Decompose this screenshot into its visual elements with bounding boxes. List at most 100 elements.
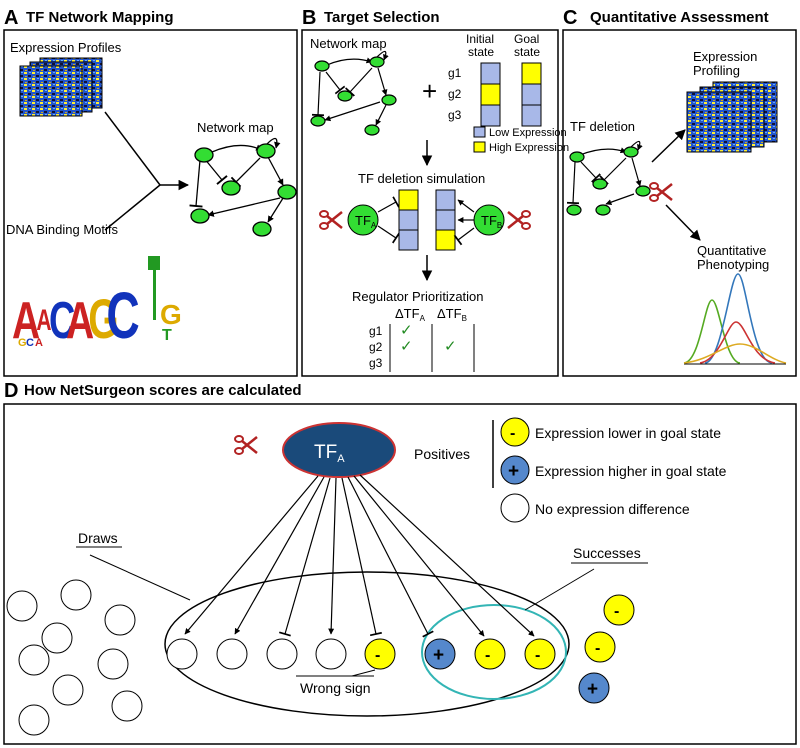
svg-text:T: T [162,327,172,344]
svg-text:-: - [485,647,490,664]
svg-text:C: C [26,337,34,349]
successes-label: Successes [573,545,641,561]
background-population [6,579,143,736]
svg-text:+: + [433,645,444,666]
svg-text:C: C [49,290,75,349]
initial-state-line1: Initial [466,32,494,46]
arrow-to-profiling [651,129,686,163]
svg-text:-: - [614,603,619,620]
gene-label-g3: g3 [448,108,462,122]
tf-a-center-node [282,422,396,478]
panel-d: D How NetSurgeon scores are calculated T… [3,380,797,745]
legend-none-circle [500,493,530,523]
network-map-a [189,137,297,237]
tf-deletion-label: TF deletion [570,119,635,134]
svg-text:A: A [36,305,51,337]
legend-plus-label: Expression higher in goal state [535,463,727,479]
check-g2-a: ✓ [400,337,413,355]
prior-gene-g2: g2 [369,340,383,354]
target-node-none [166,638,198,670]
panel-b-frame [301,29,559,377]
prior-gene-g3: g3 [369,356,383,370]
sequence-logo: A A C A G C G T G C A [12,256,182,353]
svg-text:C: C [106,279,139,353]
svg-text:TFB: TFB [481,213,502,230]
tf-a-node [347,204,379,236]
merge-arrows-a [104,111,190,231]
legend-low-swatch [473,126,486,138]
draws-label: Draws [78,530,118,546]
quantitative-phenotyping-line2: Phenotyping [697,257,769,272]
panel-d-frame [3,403,797,745]
svg-text:A: A [12,290,40,349]
target-node-plus [424,638,456,670]
svg-text:-: - [535,647,540,664]
initial-state-line2: state [468,45,494,59]
legend-plus-sign: + [508,461,519,482]
goal-state-column [521,62,542,127]
prior-gene-g1: g1 [369,324,383,338]
target-node-none [315,638,347,670]
network-map-label-a: Network map [197,120,274,135]
legend-minus-circle [500,417,530,447]
check-g2-b: ✓ [444,337,457,355]
expression-profiling-line1: Expression [693,49,757,64]
network-map-c [566,140,651,216]
expression-profiles-label: Expression Profiles [10,40,122,55]
panel-a-letter: A [4,7,18,29]
dna-binding-motifs-label: DNA Binding Motifs [6,222,118,237]
scissors-icon-b [506,209,532,231]
check-g1-a: ✓ [400,321,413,339]
simulation-diagram: TFA TFB [318,189,532,251]
panel-c-frame [562,29,797,377]
target-node-none [266,638,298,670]
network-map-label-b: Network map [310,36,387,51]
legend-none-label: No expression difference [535,501,690,517]
svg-text:G: G [18,337,27,349]
delta-tf-a-header: ΔTFA [395,306,426,323]
tf-a-center-label: TFA [314,442,345,465]
wrong-sign-label: Wrong sign [300,680,371,696]
positives-label: Positives [414,446,470,462]
svg-text:+: + [587,679,598,700]
panel-c: C Quantitative Assessment Expression Pro… [562,7,797,377]
arrow-to-phenotyping [665,204,701,241]
network-map-b [310,50,397,136]
panel-d-title: How NetSurgeon scores are calculated [24,382,302,399]
goal-state-line2: state [514,45,540,59]
expression-profiling-line2: Profiling [693,63,740,78]
initial-state-column [480,62,501,127]
target-nodes: - + - - [166,638,556,670]
panel-b-letter: B [302,7,316,29]
plus-sign-b: + [422,76,437,106]
phenotype-distributions [683,273,787,365]
svg-text:A: A [35,337,43,349]
svg-text:-: - [595,640,600,657]
legend-high-swatch [473,141,486,153]
svg-text:TFA: TFA [355,213,377,230]
panel-d-letter: D [4,380,18,402]
tf-target-edges [184,474,535,638]
legend-low-label: Low Expression [489,127,567,139]
successes-ellipse [421,604,567,700]
legend-minus-label: Expression lower in goal state [535,425,721,441]
legend-minus-sign: - [510,425,515,442]
delta-tf-b-header: ΔTFB [437,306,467,323]
scissors-icon-d [233,434,259,456]
quantitative-phenotyping-line1: Quantitative [697,243,766,258]
legend-plus-circle [500,455,530,485]
panel-a-frame [3,29,298,377]
svg-text:A: A [66,290,94,349]
draws-ellipse [164,571,570,717]
target-node-minus [474,638,506,670]
svg-text:G: G [160,299,182,330]
panel-a: A TF Network Mapping Expression Profiles… [3,7,298,377]
panel-c-title: Quantitative Assessment [590,9,769,26]
goal-state-line1: Goal [514,32,539,46]
panel-b: B Target Selection Network map + Initial… [301,7,569,377]
tf-deletion-simulation-label: TF deletion simulation [358,171,485,186]
legend-high-label: High Expression [489,142,569,154]
expression-heatmap-stack [19,57,103,117]
panel-c-letter: C [563,7,577,29]
